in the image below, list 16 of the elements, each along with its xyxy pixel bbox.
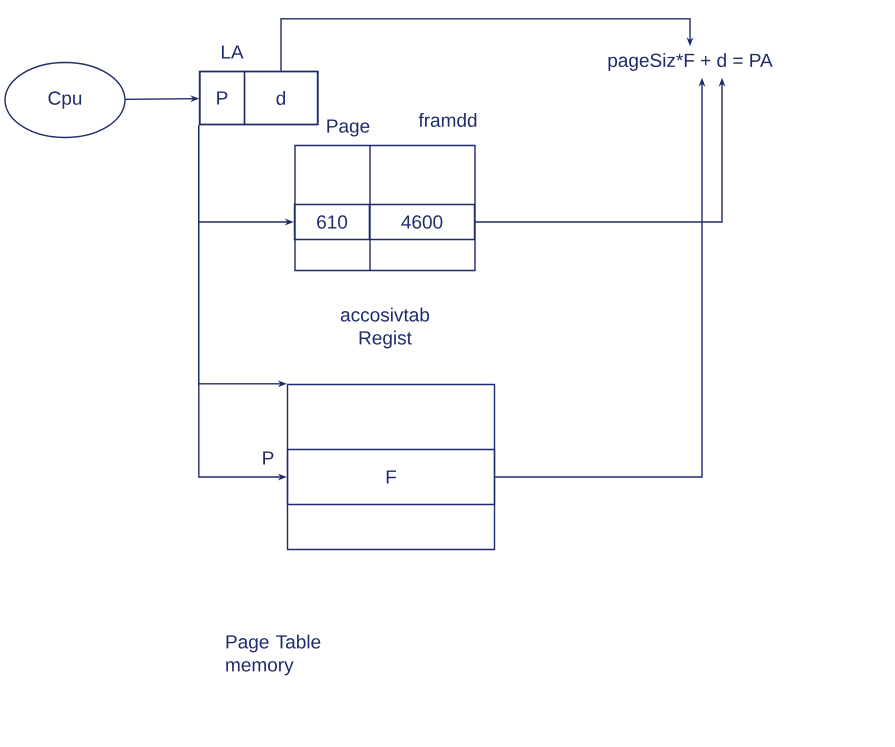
- formula-text: pageSiz*F + d = PA: [608, 53, 773, 71]
- heading-text: Page: [327, 120, 370, 136]
- heading-text: LA: [222, 45, 244, 59]
- table-box: [294, 144, 476, 272]
- table-cell: 610: [294, 204, 370, 240]
- arrow: [280, 18, 694, 71]
- address-box: [199, 70, 319, 126]
- row-label: P: [263, 451, 274, 465]
- page-field: P: [198, 70, 246, 126]
- heading-text: framdd: [418, 113, 476, 127]
- page-table-box: [286, 384, 496, 550]
- table-row: F: [286, 448, 496, 506]
- offset-field: d: [244, 70, 318, 126]
- table-cell: 4600: [368, 204, 476, 240]
- caption-text: accosivtab Regist: [340, 308, 430, 348]
- caption-text: Page Table memory: [226, 634, 320, 676]
